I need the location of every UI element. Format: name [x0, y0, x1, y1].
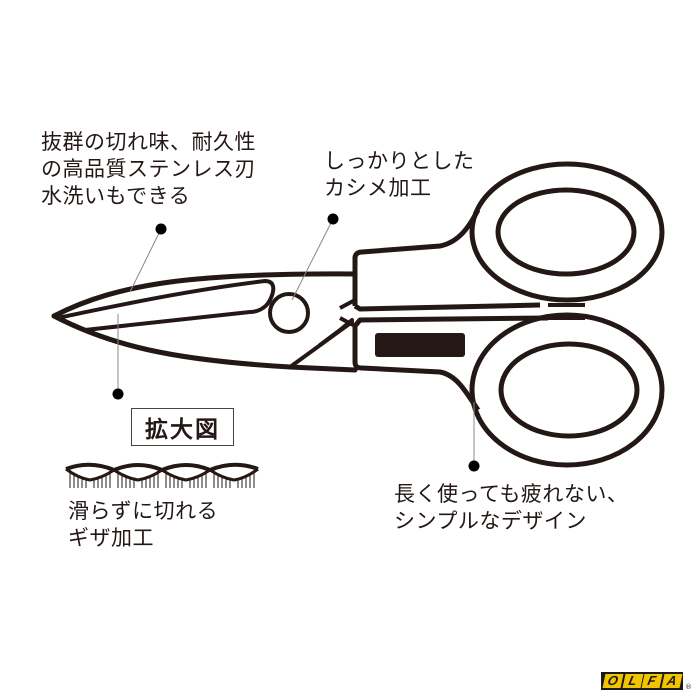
registered-mark: ®: [685, 683, 692, 691]
blade-callout-line: の高品質ステンレス刃: [41, 157, 256, 181]
blade-callout: 抜群の切れ味、耐久性 の高品質ステンレス刃 水洗いもできる: [41, 129, 256, 210]
serration-detail: [65, 462, 259, 488]
pivot-callout: しっかりとした カシメ加工: [324, 148, 475, 202]
logo-letter: F: [641, 673, 662, 688]
blade-callout-line: 抜群の切れ味、耐久性: [41, 130, 256, 154]
grip-inset: [375, 333, 465, 357]
handle-callout-line: シンプルなデザイン: [394, 509, 587, 533]
logo-letter: L: [622, 673, 643, 688]
serration-callout: 滑らずに切れる ギザ加工: [68, 498, 218, 552]
blade-callout-line: 水洗いもできる: [41, 184, 191, 208]
logo-letter: O: [602, 673, 623, 688]
zoom-label-box: 拡大図: [131, 408, 234, 446]
serration-callout-line: 滑らずに切れる: [68, 499, 219, 523]
handles: [339, 161, 665, 468]
handle-callout-line: 長く使っても疲れない、: [394, 482, 629, 506]
logo-letter: A: [661, 673, 682, 688]
pivot-rivet: [268, 292, 310, 334]
olfa-logo: O L F A: [601, 672, 683, 690]
leader-lines: [112, 213, 480, 472]
pivot-callout-line: カシメ加工: [324, 176, 432, 200]
handle-callout: 長く使っても疲れない、 シンプルなデザイン: [394, 481, 628, 535]
serration-callout-line: ギザ加工: [68, 526, 154, 550]
blade: [51, 271, 358, 373]
pivot-callout-line: しっかりとした: [324, 149, 475, 173]
